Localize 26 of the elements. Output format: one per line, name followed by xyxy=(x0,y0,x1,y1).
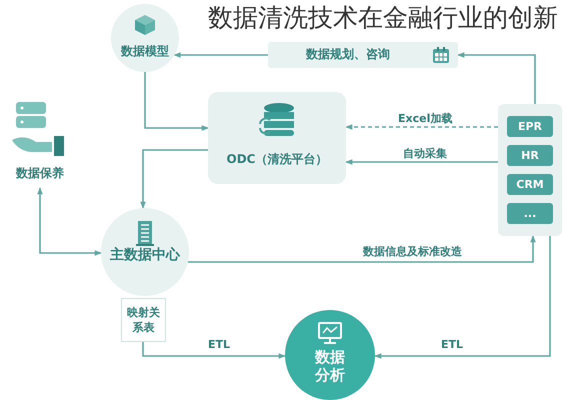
arrow xyxy=(345,159,498,165)
node-label: 主数据中心 xyxy=(109,248,182,263)
table-box: 映射关系表 xyxy=(121,298,166,342)
arrow xyxy=(345,124,498,130)
arrow xyxy=(174,52,268,58)
system-bar: CRM xyxy=(507,174,553,195)
node-label: 数据规划、咨询 xyxy=(304,47,391,62)
node-label: 数据模型 xyxy=(120,44,170,59)
system-bar: ... xyxy=(507,203,553,224)
system-bar: EPR xyxy=(507,116,553,137)
node-label: 数据分析 xyxy=(314,348,346,384)
arrow xyxy=(140,149,208,209)
banner-box xyxy=(268,42,458,68)
node-label: ODC（清洗平台） xyxy=(226,152,328,167)
arrow xyxy=(374,236,551,359)
edge-label: 数据信息及标准改造 xyxy=(360,245,465,259)
system-panel xyxy=(498,104,562,236)
title: 数据清洗技术在金融行业的创新 xyxy=(208,2,558,34)
arrow xyxy=(37,187,102,256)
node-label: 数据保养 xyxy=(14,166,65,181)
process-box xyxy=(208,92,346,184)
arrow xyxy=(142,342,286,359)
arrow xyxy=(144,72,209,131)
system-bar: HR xyxy=(507,145,553,166)
arrow xyxy=(457,52,536,104)
arrow xyxy=(188,235,536,263)
